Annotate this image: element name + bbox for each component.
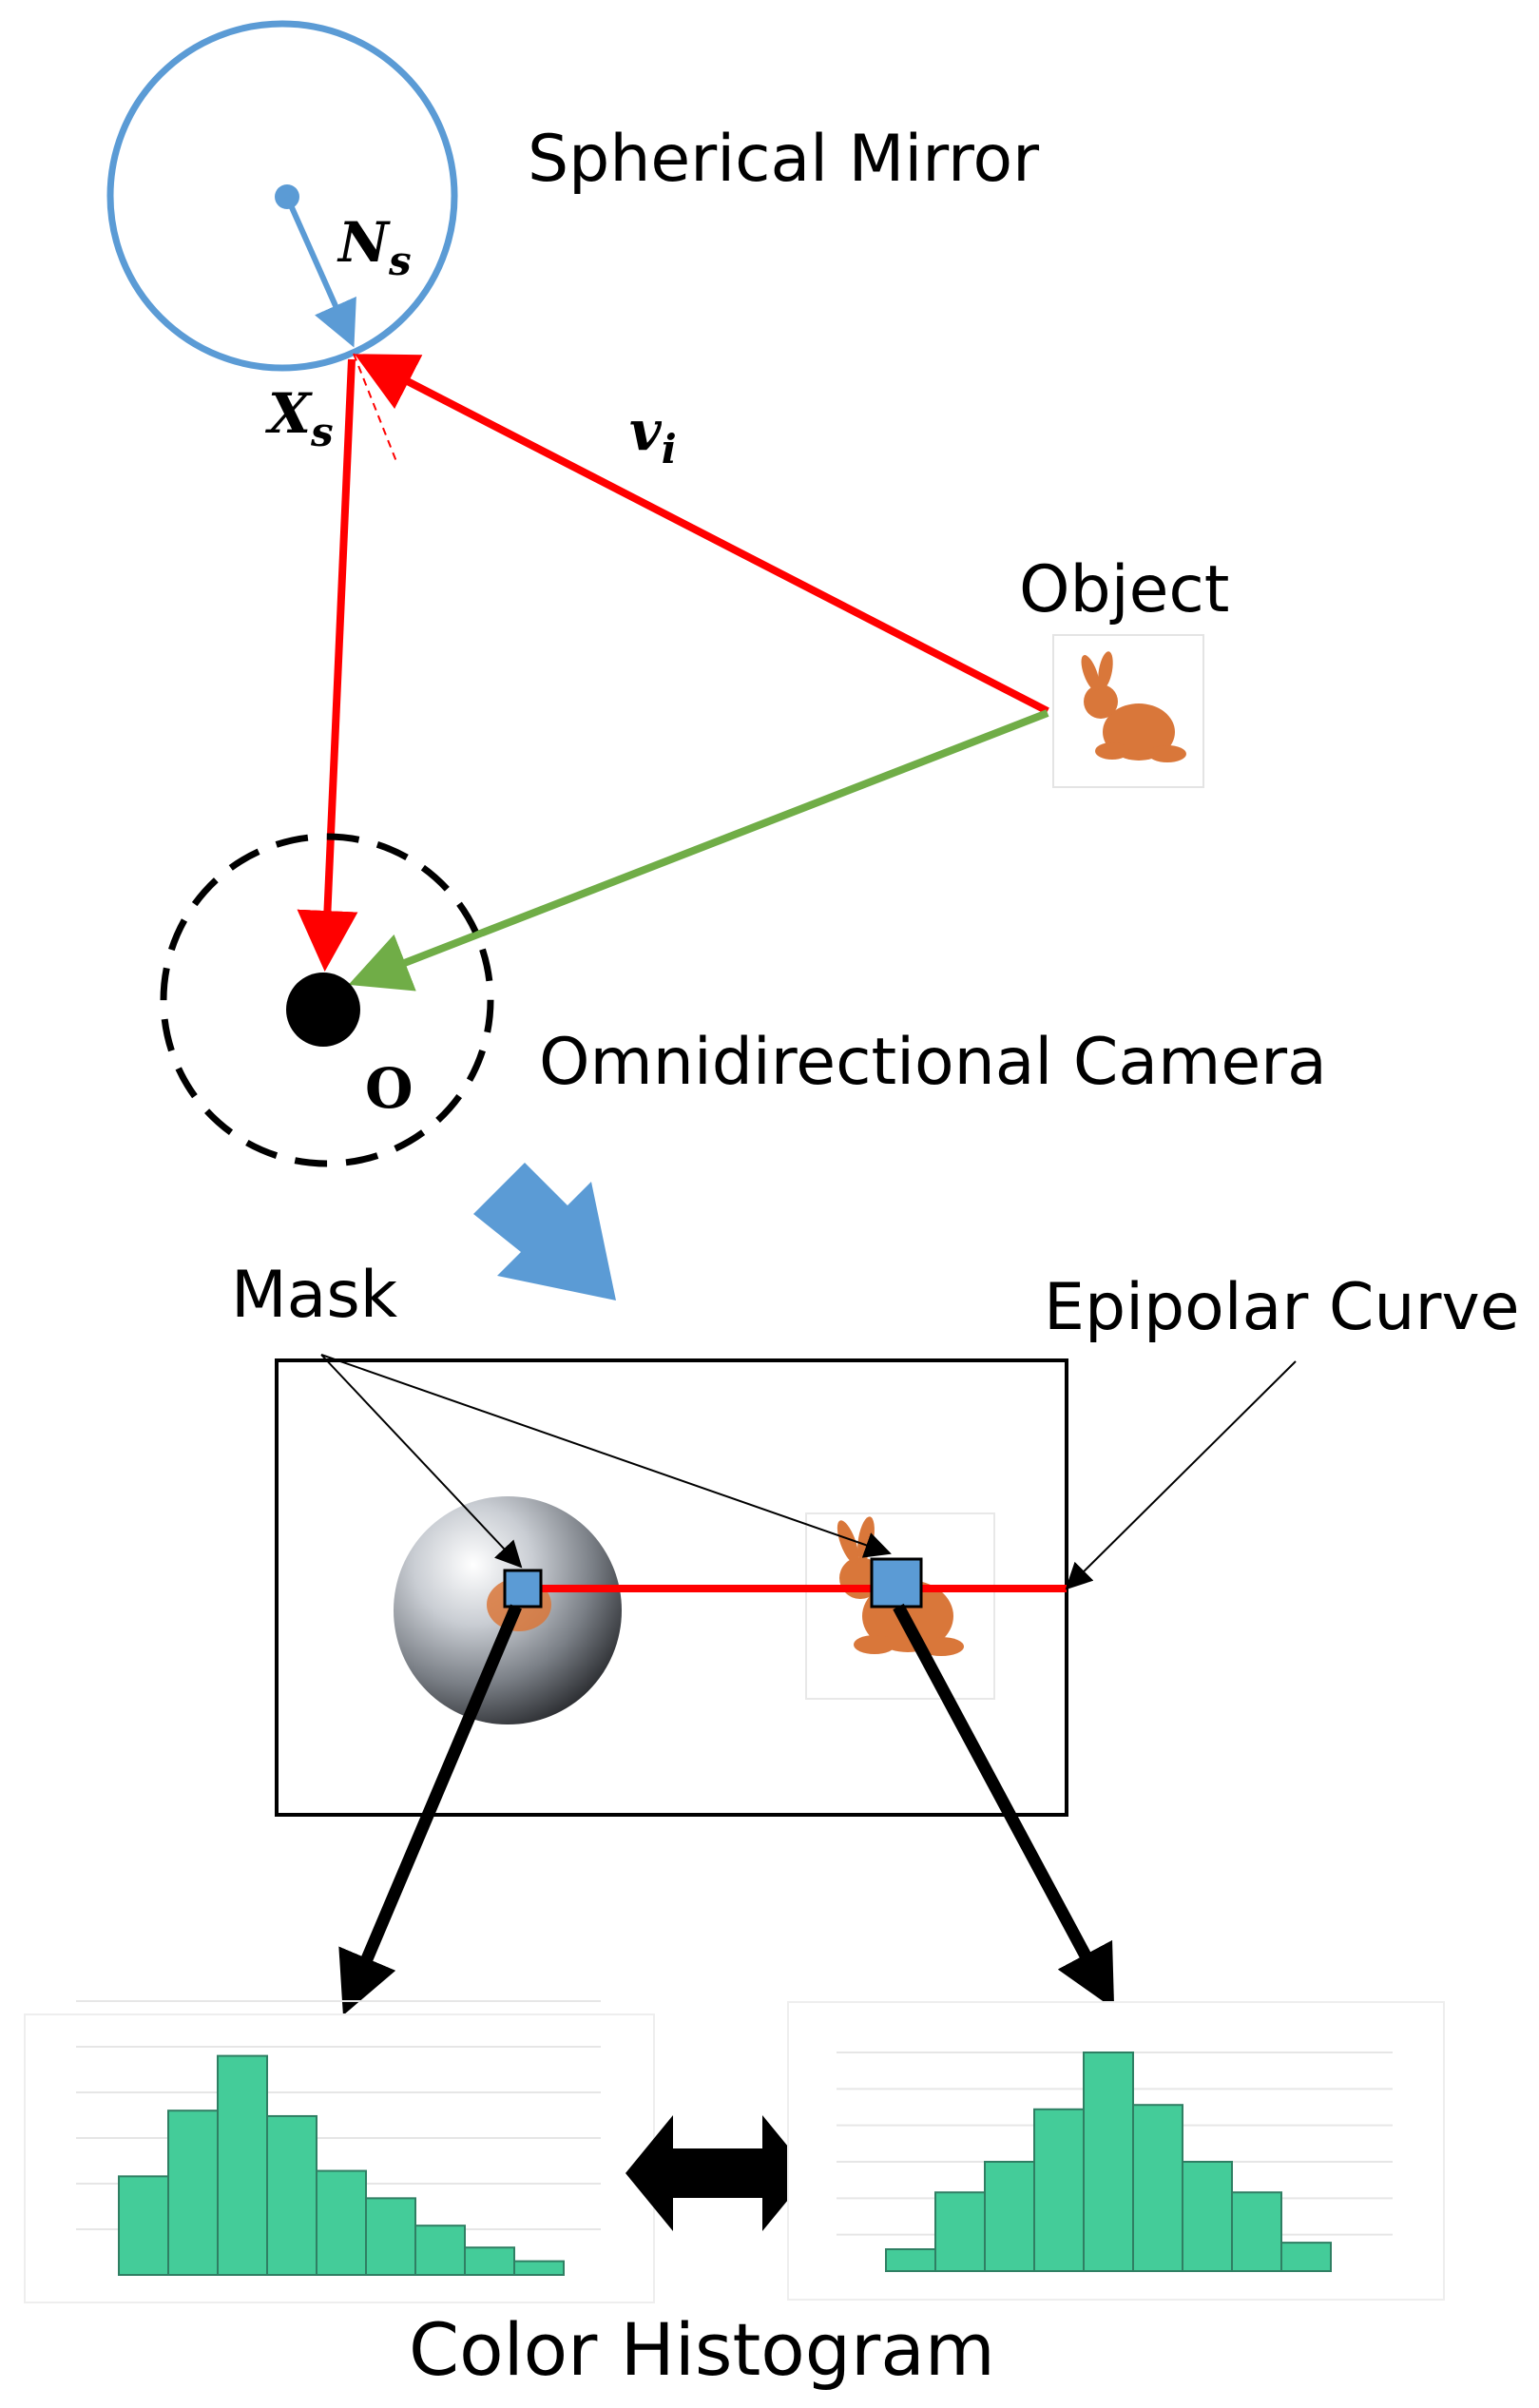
camera-center-dot bbox=[286, 973, 360, 1047]
spherical-mirror-label: Spherical Mirror bbox=[528, 122, 1039, 197]
mask-mirror bbox=[503, 1569, 543, 1609]
histogram-left bbox=[24, 2000, 655, 2303]
camera-origin-label: O bbox=[365, 1056, 414, 1121]
omnidirectional-camera bbox=[160, 833, 494, 1167]
histogram-bar bbox=[1132, 2104, 1183, 2272]
histogram-bar bbox=[1231, 2191, 1282, 2272]
normal-vector-arrow bbox=[284, 195, 356, 348]
mask-pointer-arrow-right bbox=[320, 1354, 892, 1558]
camera-range-circle bbox=[160, 833, 494, 1167]
mirror-circle bbox=[106, 20, 458, 372]
histogram-arrow-left bbox=[338, 1604, 522, 2015]
reflected-ray-arrow bbox=[297, 358, 358, 972]
normal-vector-symbol: N bbox=[337, 210, 391, 275]
histogram-bar bbox=[414, 2225, 466, 2276]
histogram-bar bbox=[885, 2248, 936, 2272]
histogram-bar bbox=[464, 2246, 515, 2276]
histogram-bar bbox=[365, 2197, 416, 2277]
epipolar-curve-label: Epipolar Curve bbox=[1044, 1270, 1520, 1345]
incident-ray-arrow bbox=[354, 354, 1049, 715]
histogram-bar bbox=[934, 2191, 986, 2272]
histogram-bar bbox=[1182, 2161, 1233, 2272]
histogram-arrow-right bbox=[893, 1603, 1115, 2010]
compare-double-arrow-icon bbox=[625, 2115, 810, 2231]
histogram-bar bbox=[513, 2260, 565, 2277]
reflection-point-label: Xs bbox=[264, 381, 334, 455]
mask-label: Mask bbox=[231, 1258, 398, 1333]
histogram-left-bars bbox=[118, 2054, 565, 2277]
color-histogram-label: Color Histogram bbox=[409, 2307, 995, 2392]
reflection-point-subscript: s bbox=[310, 409, 334, 455]
histogram-bar bbox=[1033, 2108, 1085, 2273]
normal-vector-label: Ns bbox=[337, 210, 412, 284]
mask-object bbox=[870, 1557, 923, 1609]
histogram-bar bbox=[1083, 2052, 1134, 2272]
incident-ray-symbol: v bbox=[629, 398, 663, 463]
histogram-bar bbox=[266, 2114, 317, 2276]
object-label: Object bbox=[1019, 552, 1229, 627]
mirror-sphere-image bbox=[394, 1496, 622, 1724]
histogram-bar bbox=[984, 2161, 1035, 2272]
histogram-bar bbox=[167, 2109, 219, 2276]
transition-arrow-icon bbox=[473, 1163, 616, 1300]
histogram-right-bars bbox=[885, 2052, 1332, 2273]
epipolar-pointer-arrow bbox=[1065, 1360, 1297, 1590]
histogram-bar bbox=[217, 2054, 268, 2277]
incident-ray-label: vi bbox=[629, 398, 677, 472]
bunny-icon bbox=[1081, 651, 1186, 762]
histogram-bar bbox=[118, 2175, 169, 2277]
object-image-frame bbox=[805, 1512, 995, 1700]
spherical-mirror bbox=[106, 20, 458, 372]
histogram-bar bbox=[1280, 2242, 1332, 2273]
omnidirectional-camera-label: Omnidirectional Camera bbox=[539, 1025, 1327, 1100]
object-thumbnail-frame bbox=[1052, 634, 1204, 788]
histogram-bar bbox=[316, 2169, 367, 2277]
mask-pointer-arrow-left bbox=[320, 1354, 523, 1569]
direct-ray-arrow bbox=[348, 709, 1049, 992]
normal-vector-subscript: s bbox=[388, 238, 412, 284]
incident-ray-subscript: i bbox=[662, 426, 677, 472]
histogram-right bbox=[787, 2001, 1445, 2301]
reflection-point-symbol: X bbox=[264, 381, 313, 446]
object-thumbnail bbox=[1052, 634, 1204, 788]
